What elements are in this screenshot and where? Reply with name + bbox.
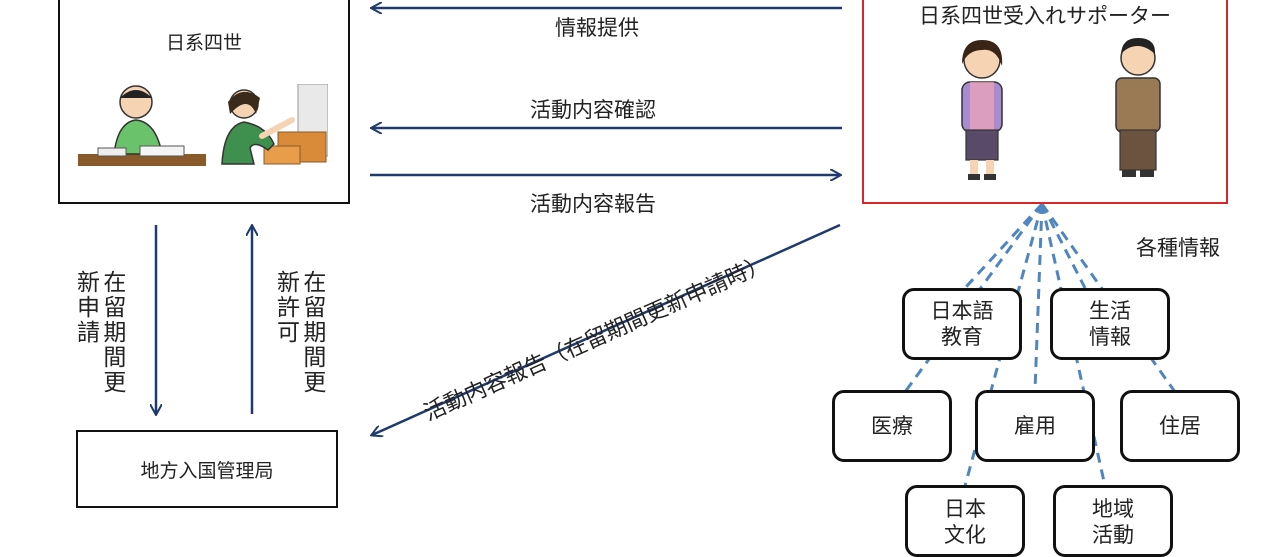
edge-label-activity-report: 活動内容報告 [530,192,656,216]
info-community-activities: 地域 活動 [1053,485,1173,557]
immigration-box: 地方入国管理局 [76,430,338,508]
man-supporter-icon [1115,38,1161,177]
arrow-activity-report-renewal [372,223,841,435]
info-life-information: 生活 情報 [1050,288,1170,360]
edge-label-info-provide: 情報提供 [555,16,639,40]
supporter-illustration [961,38,1161,180]
info-medical: 医療 [832,390,952,462]
nikkei-illustration [78,84,328,166]
edge-label-renewal-application: 在留期間更新申請 [72,270,125,395]
info-group-label: 各種情報 [1136,236,1220,260]
nikkei-box: 日系四世 [58,0,350,204]
info-japanese-education: 日本語 教育 [902,288,1022,360]
edge-label-renewal-permit: 在留期間更新許可 [272,270,325,395]
desk-icon [78,154,206,166]
book-icon [139,145,185,157]
info-housing: 住居 [1120,390,1240,462]
dashed-link-japanese-edu [963,202,1044,290]
info-employment: 雇用 [975,390,1095,462]
edge-label-activity-confirm: 活動内容確認 [530,98,656,122]
dashed-link-housing [1040,203,1177,393]
dashed-link-employment [1033,203,1044,391]
supporter-title: 日系四世受入れサポーター [919,4,1171,28]
info-japanese-culture: 日本 文化 [905,485,1025,557]
immigration-title: 地方入国管理局 [140,460,274,482]
woman-supporter-icon [961,40,1003,180]
dashed-link-medical [903,203,1044,393]
dashed-link-life-info [1040,203,1087,289]
supporter-box: 日系四世受入れサポーター [862,0,1228,204]
nikkei-title: 日系四世 [165,32,242,54]
diagram-canvas: 日系四世 日系四世受入れサポーター [58,0,1240,557]
